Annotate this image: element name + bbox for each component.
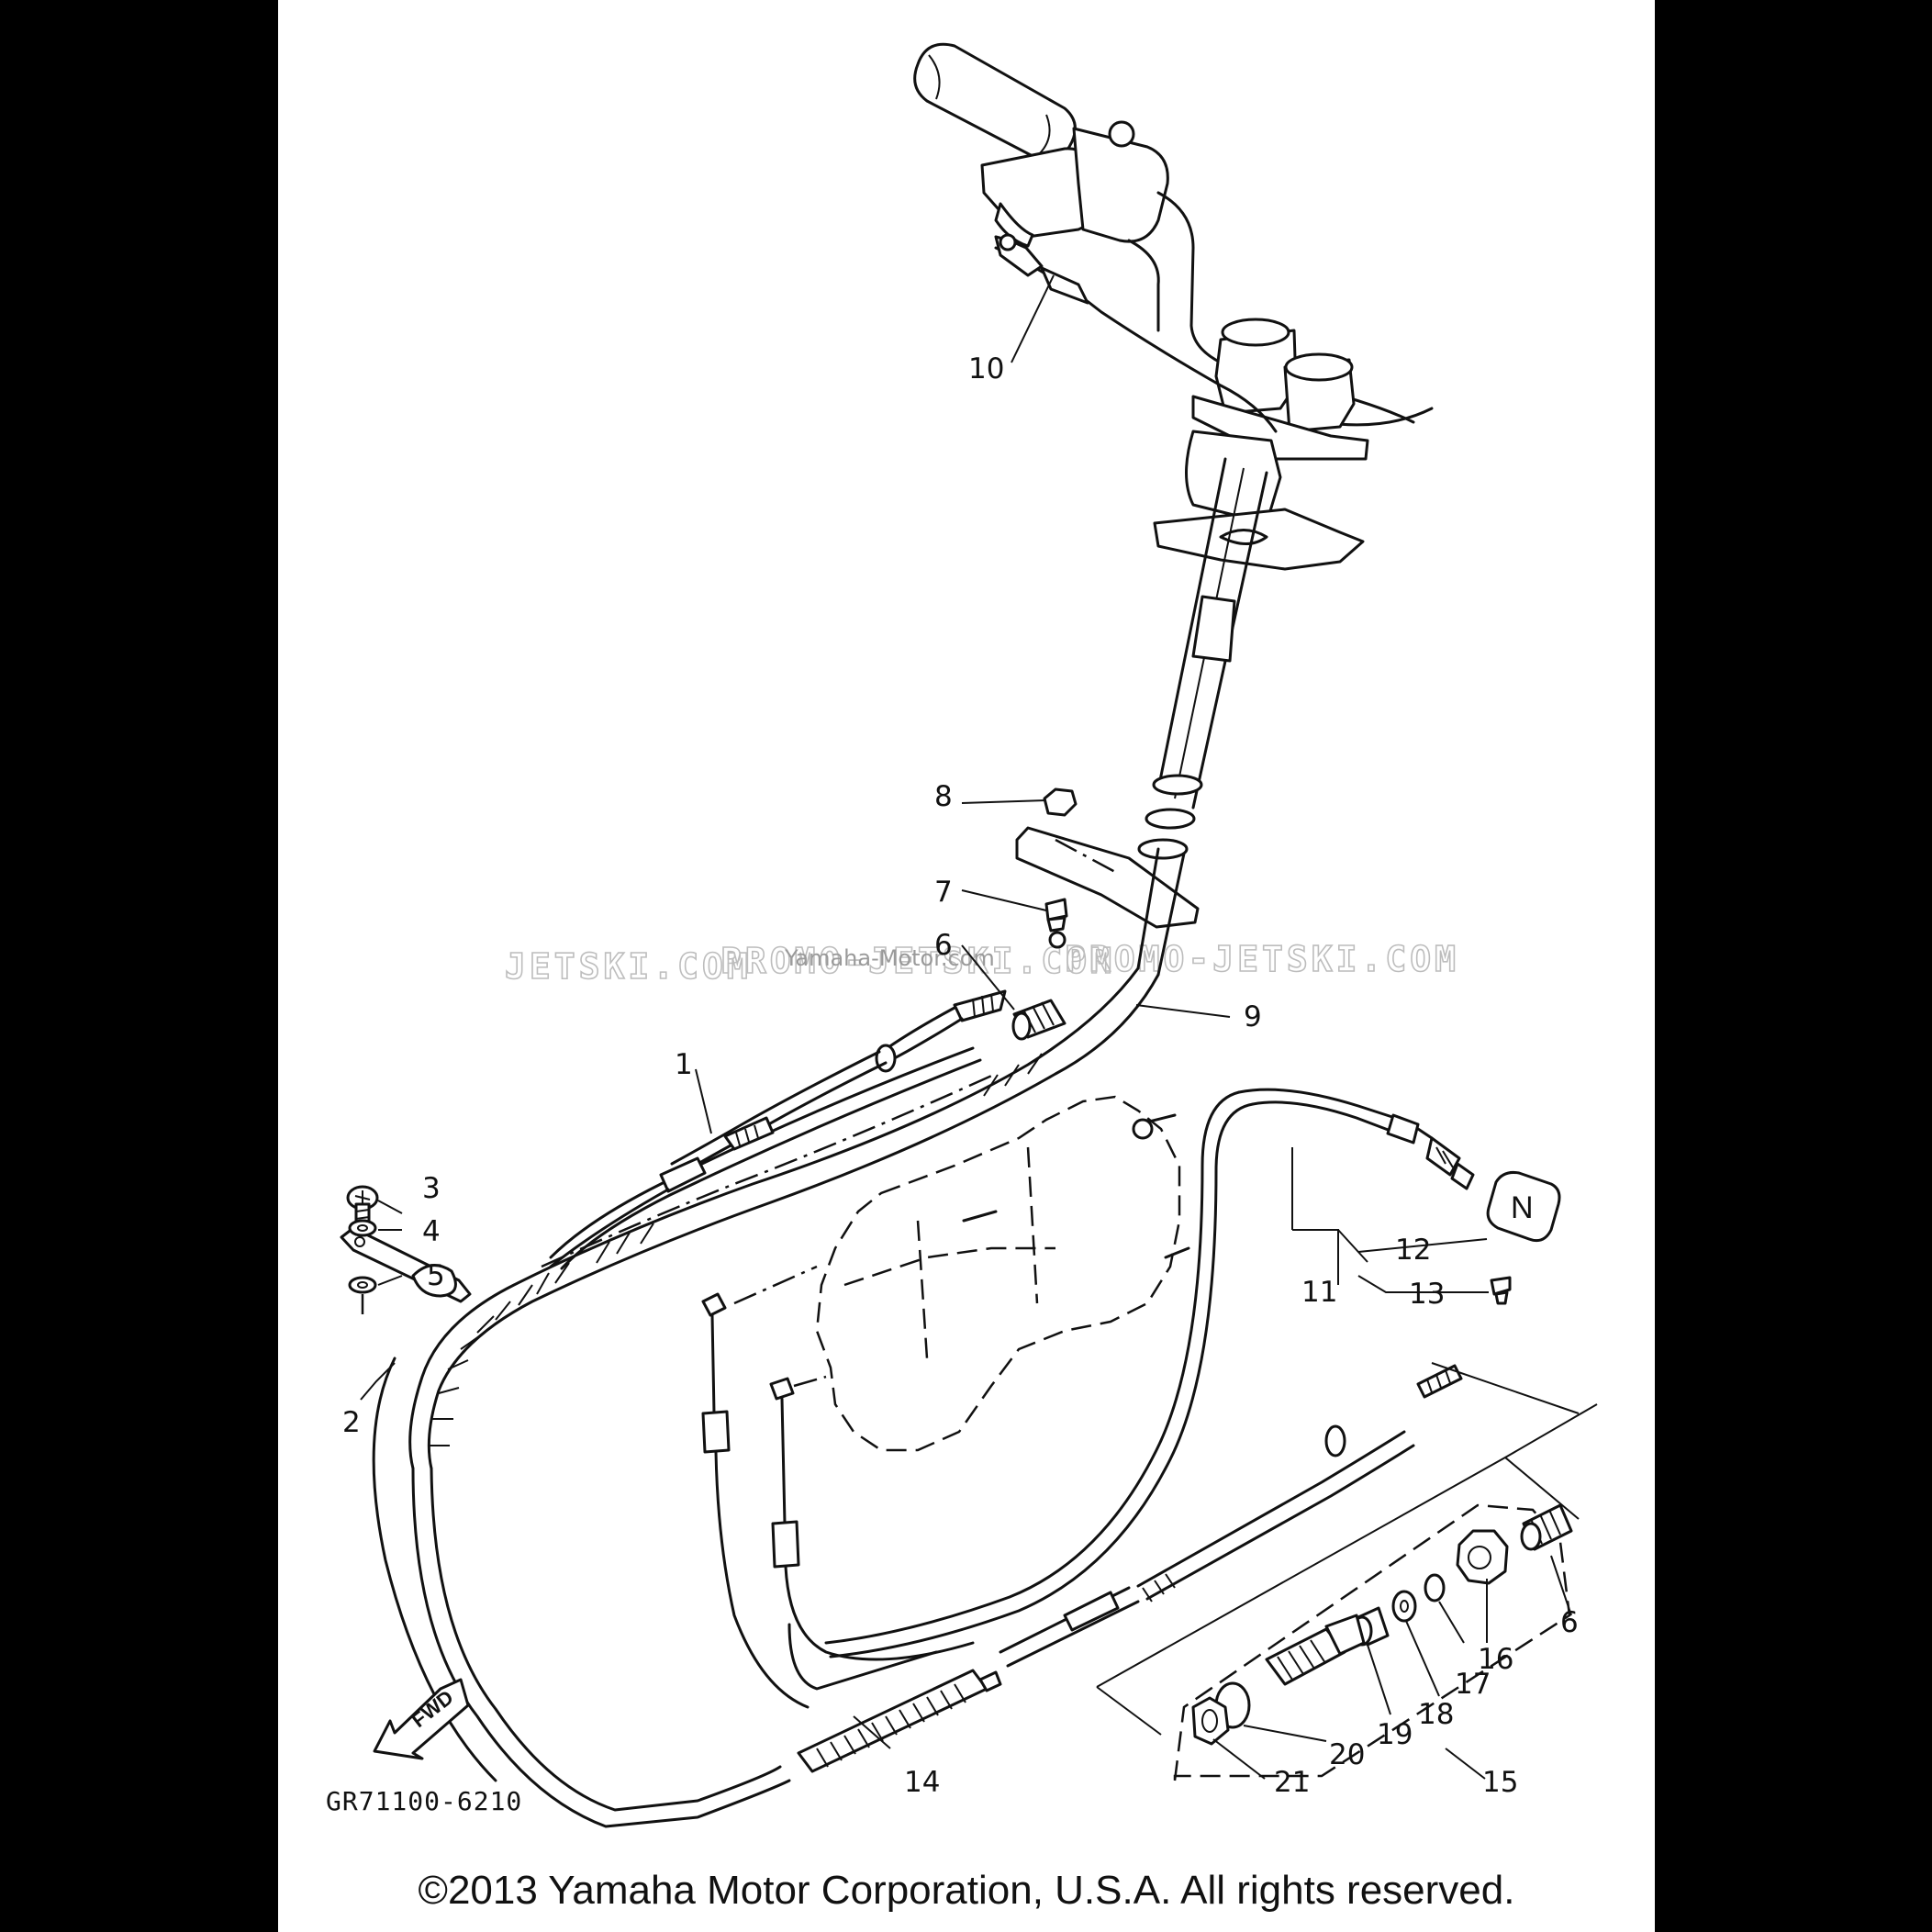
callout-13: 13 bbox=[1409, 1278, 1445, 1311]
callout-7: 7 bbox=[934, 876, 953, 909]
cable-end-kit bbox=[1096, 1362, 1598, 1781]
callout-3: 3 bbox=[422, 1172, 441, 1205]
steering-column bbox=[1015, 457, 1268, 977]
handlebar-assembly bbox=[913, 42, 1434, 571]
callout-labels: 1 2 3 4 5 6 7 8 9 10 11 12 13 14 15 16 1… bbox=[342, 352, 1579, 1799]
callout-11: 11 bbox=[1301, 1276, 1337, 1309]
bracket-group bbox=[340, 1185, 472, 1322]
callout-14: 14 bbox=[904, 1766, 940, 1799]
copyright-notice: ©2013 Yamaha Motor Corporation, U.S.A. A… bbox=[418, 1868, 1515, 1913]
neutral-knob-label: N bbox=[1511, 1190, 1534, 1225]
callout-1: 1 bbox=[675, 1048, 693, 1081]
diagram-sheet bbox=[278, 0, 1655, 1932]
watermark-right: PROMO-JETSKI.COM bbox=[1065, 939, 1459, 979]
callout-2: 2 bbox=[342, 1406, 361, 1439]
watermark: JETSKI.COM PROMO-JETSKI.COM Yamaha-Motor… bbox=[504, 938, 1459, 988]
callout-15: 15 bbox=[1482, 1766, 1518, 1799]
watermark-left: JETSKI.COM bbox=[505, 946, 752, 987]
drawing-code: GR71100-6210 bbox=[326, 1786, 522, 1816]
callout-18: 18 bbox=[1418, 1698, 1454, 1731]
forward-arrow: FWD bbox=[373, 1678, 470, 1760]
callout-6a: 6 bbox=[934, 929, 953, 962]
callout-12: 12 bbox=[1395, 1234, 1431, 1267]
small-parts-upper bbox=[1011, 787, 1078, 1041]
watermark-overlay: Yamaha-Motor.com bbox=[784, 945, 995, 971]
callout-9: 9 bbox=[1244, 1000, 1262, 1033]
lower-cable-loops bbox=[372, 1357, 1463, 1828]
engine-block bbox=[701, 1095, 1190, 1709]
callout-5: 5 bbox=[427, 1259, 445, 1292]
callout-8: 8 bbox=[934, 780, 953, 813]
callout-21: 21 bbox=[1274, 1766, 1310, 1799]
callout-6b: 6 bbox=[1560, 1606, 1579, 1639]
shift-cable: N bbox=[824, 1088, 1561, 1658]
callout-20: 20 bbox=[1329, 1738, 1365, 1771]
callout-10: 10 bbox=[968, 352, 1004, 385]
callout-17: 17 bbox=[1455, 1668, 1491, 1701]
callout-19: 19 bbox=[1377, 1718, 1413, 1751]
callout-4: 4 bbox=[422, 1215, 441, 1248]
callout-16: 16 bbox=[1478, 1643, 1513, 1676]
watermark-middle: PROMO-JETSKI.COM bbox=[720, 941, 1115, 981]
leader-lines bbox=[360, 274, 1572, 1780]
cable-bundle bbox=[408, 966, 1160, 1470]
